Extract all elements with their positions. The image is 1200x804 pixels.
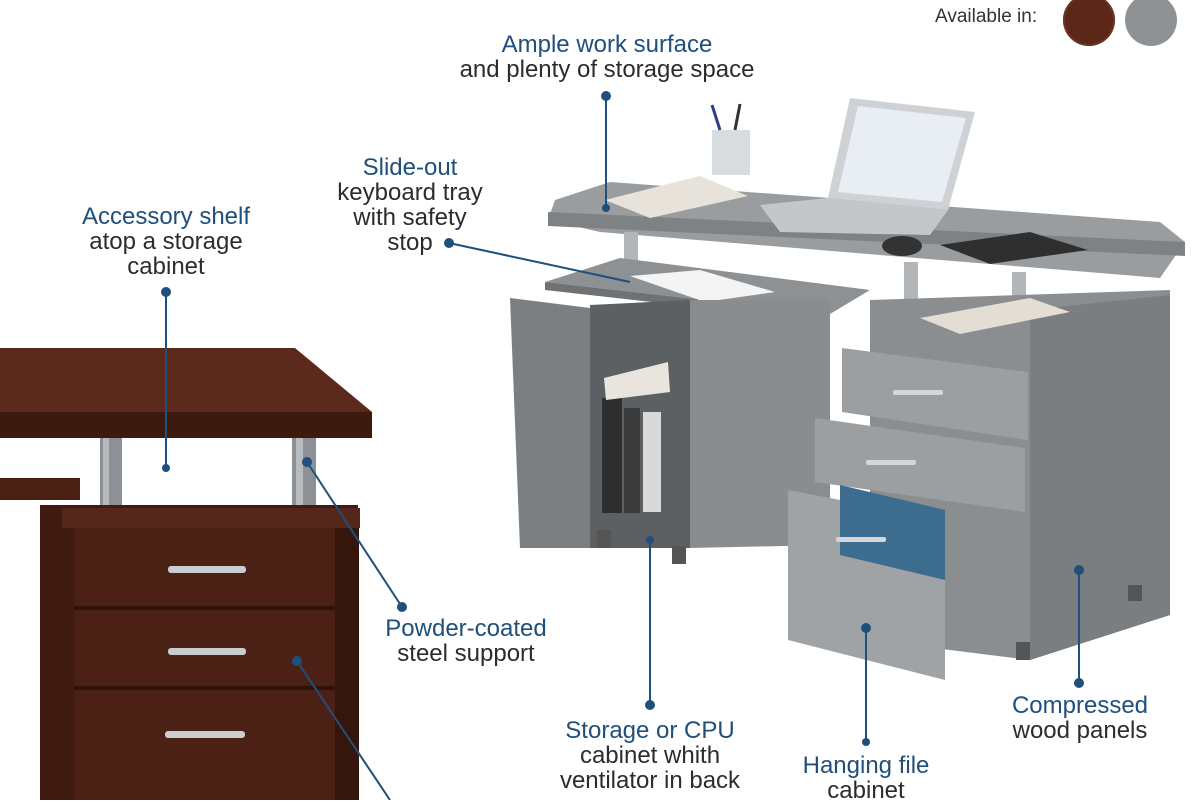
callout-title: Accessory shelf [81,203,251,230]
callout-title: Compressed [1011,692,1149,719]
callout-title: Hanging file [802,752,930,779]
callout-powder-coated-support: Powder-coated steel support [360,616,572,666]
leader-lines [165,96,1080,800]
callout-accessory-shelf: Accessory shelf atop a storage cabinet [52,204,280,279]
grey-desk-image [510,98,1185,680]
callout-compressed-wood-panels: Compressed wood panels [992,693,1168,743]
callout-subtitle: wood panels [1012,717,1148,744]
leader-dots [161,91,1084,746]
callout-hanging-file-cabinet: Hanging file cabinet [780,753,952,803]
grey-color-swatch[interactable] [1125,0,1177,46]
callout-subtitle-line-2: ventilator in back [559,767,741,794]
callout-title: Ample work surface [501,31,713,58]
callout-title: Powder-coated [385,615,547,642]
callout-subtitle-line-1: keyboard tray [337,179,483,206]
callout-slide-out-keyboard-tray: Slide-out keyboard tray with safety stop [300,155,520,255]
chocolate-color-swatch[interactable] [1063,0,1115,46]
callout-subtitle-line-2: with safety [353,204,467,231]
callout-subtitle: steel support [397,640,535,667]
callout-subtitle: cabinet [827,777,905,804]
callout-subtitle-line-3: stop [387,229,433,256]
callout-ample-work-surface: Ample work surface and plenty of storage… [420,32,794,82]
chocolate-desk-image [0,348,372,800]
callout-subtitle-line-1: atop a storage [89,228,243,255]
callout-subtitle: and plenty of storage space [459,56,755,83]
callout-title: Slide-out [362,154,458,181]
callout-subtitle-line-1: cabinet whith [579,742,721,769]
callout-title: Storage or CPU [565,717,735,744]
callout-storage-cpu-cabinet: Storage or CPU cabinet whith ventilator … [540,718,760,793]
callout-subtitle-line-2: cabinet [127,253,205,280]
availability-label: Available in: [935,6,1038,27]
